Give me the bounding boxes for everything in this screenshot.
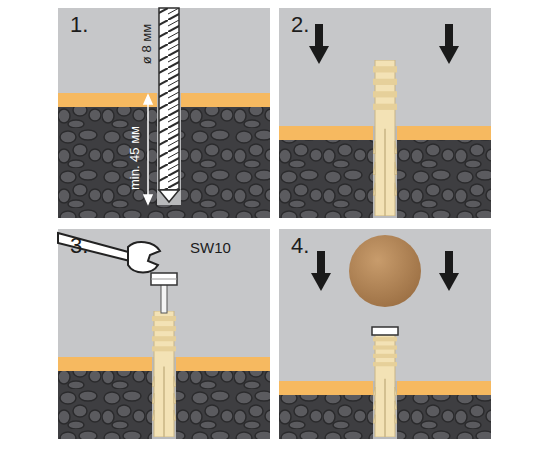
dimension-label: ø 8 мм [140,24,153,64]
wrench [58,233,160,273]
step-number: 3. [70,235,88,257]
step-number: 4. [291,235,309,257]
step-number: 2. [291,14,309,36]
step-2-panel [279,8,491,218]
dimension-label: min. 45 мм [128,126,141,190]
wrench-size-label: SW10 [190,240,231,255]
step-number: 1. [70,14,88,36]
step-3-panel [58,229,270,439]
step-4-panel [279,229,491,439]
hammer-ball [349,235,421,307]
step-1-panel [58,8,270,218]
